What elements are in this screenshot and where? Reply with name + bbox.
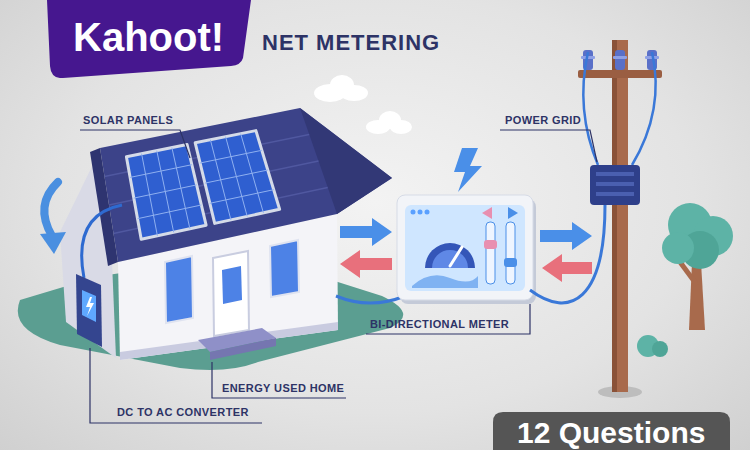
solar-panels xyxy=(134,185,197,198)
solar-panels xyxy=(138,205,202,219)
house xyxy=(60,108,392,360)
question-count-badge: 12 Questions xyxy=(493,412,730,450)
leader-line xyxy=(500,130,597,162)
flow-arrows xyxy=(542,254,592,282)
callout-label: SOLAR PANELS xyxy=(83,114,173,127)
house xyxy=(300,108,392,214)
text-group: Kahoot! xyxy=(73,14,224,60)
meter-box xyxy=(425,210,430,215)
leader-line xyxy=(366,304,530,334)
leader-line xyxy=(80,130,190,158)
power-pole xyxy=(578,70,662,78)
meter-box xyxy=(400,199,536,304)
power-pole xyxy=(596,182,634,186)
node-text: 12 Questions xyxy=(517,415,705,450)
solar-panels xyxy=(126,145,206,240)
callout-label: DC TO AC CONVERTER xyxy=(117,406,249,419)
meter-box xyxy=(411,210,416,215)
leader-line xyxy=(212,362,346,398)
solar-panels xyxy=(200,150,262,163)
tree xyxy=(652,341,668,357)
logo-outline xyxy=(47,0,251,78)
badge-outline xyxy=(493,412,730,450)
callout-label: POWER GRID xyxy=(505,114,581,127)
solar-panels xyxy=(195,131,279,224)
meter-box xyxy=(450,247,462,266)
house xyxy=(210,338,276,360)
house xyxy=(270,240,299,297)
flow-arrows xyxy=(340,218,392,246)
solar-panels xyxy=(200,134,274,220)
power-pole xyxy=(596,192,634,196)
house-meter-wire xyxy=(336,296,405,303)
power-pole xyxy=(590,165,640,205)
meter-box xyxy=(405,205,525,291)
solar-panels xyxy=(205,170,268,183)
tree xyxy=(662,232,694,264)
house xyxy=(165,256,193,323)
converter-box xyxy=(82,290,96,322)
power-pole xyxy=(596,172,634,176)
power-pole xyxy=(583,52,598,165)
tree xyxy=(637,203,733,357)
meter-box xyxy=(397,195,533,300)
meter-box xyxy=(508,207,518,219)
meter-box xyxy=(482,207,492,219)
logo-badge: Kahoot! xyxy=(47,0,251,78)
callout-label: BI-DIRECTIONAL METER xyxy=(370,318,509,331)
lightning-bolt xyxy=(454,148,482,192)
panel-wire xyxy=(82,205,122,278)
node-text: Kahoot! xyxy=(73,14,224,60)
flow-arrows xyxy=(340,250,392,278)
house xyxy=(100,108,392,262)
meter-box xyxy=(412,275,478,288)
meter-box xyxy=(484,240,497,249)
meter-box xyxy=(504,258,517,267)
panel-wire xyxy=(82,205,122,278)
sun-arrow xyxy=(44,182,58,236)
converter-box xyxy=(76,274,102,347)
power-pole xyxy=(612,40,617,392)
power-pole xyxy=(615,50,625,70)
tree xyxy=(689,262,705,330)
meter-box xyxy=(486,222,495,284)
text-group: 12 Questions xyxy=(517,415,705,450)
cloud xyxy=(390,120,412,134)
power-pole xyxy=(581,56,659,59)
lightning-bolt xyxy=(454,148,482,192)
power-pole xyxy=(578,40,662,398)
meter-box xyxy=(418,210,423,215)
sun-arrow xyxy=(40,232,66,254)
converter-box xyxy=(76,274,102,347)
flow-arrows xyxy=(540,222,592,250)
solar-panels xyxy=(126,131,279,240)
house xyxy=(222,266,242,304)
power-pole xyxy=(583,50,657,70)
meter-grid-wire xyxy=(530,205,605,303)
diagram-title: NET METERING xyxy=(262,30,440,56)
meter-box xyxy=(425,243,475,268)
sun-arrow xyxy=(40,182,66,254)
meter-grid-wire xyxy=(530,205,605,303)
cloud xyxy=(340,85,368,101)
leader-line xyxy=(80,130,597,423)
solar-panels xyxy=(130,148,201,236)
meter-box xyxy=(506,222,515,284)
power-pole xyxy=(613,56,627,59)
house xyxy=(213,251,249,336)
house-meter-wire xyxy=(336,296,405,303)
cloud xyxy=(314,75,412,134)
solar-panels xyxy=(130,165,192,178)
meter-box xyxy=(397,195,536,304)
power-pole xyxy=(632,52,656,165)
solar-panels xyxy=(210,190,274,204)
converter-box xyxy=(86,297,94,316)
callout-label: ENERGY USED HOME xyxy=(222,382,344,395)
power-pole xyxy=(612,40,628,392)
